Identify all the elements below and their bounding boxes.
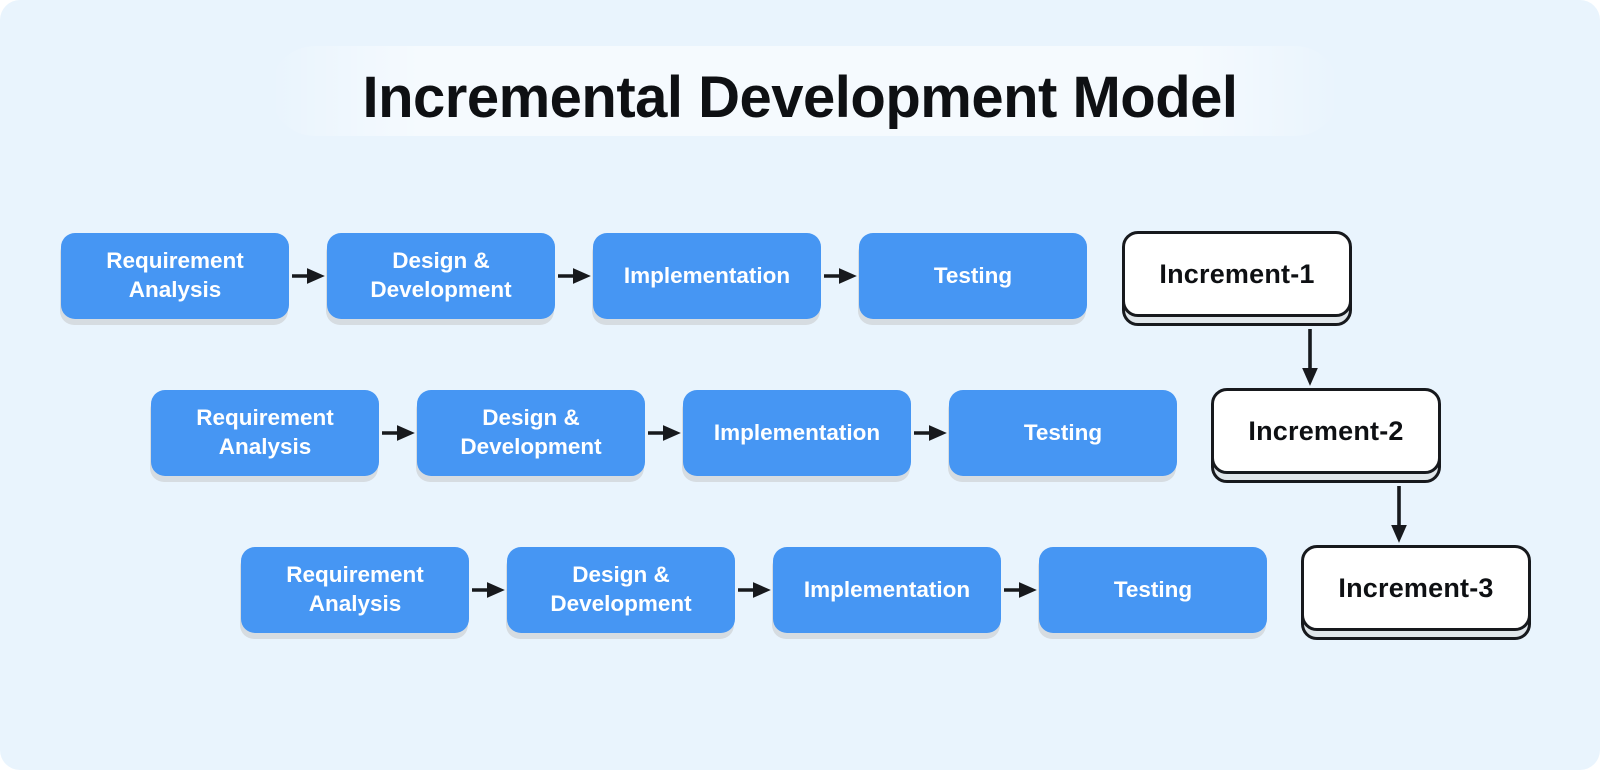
stage-label: Implementation xyxy=(623,262,791,288)
stage-testing-row1: Testing xyxy=(859,233,1087,319)
increment-3-card: Increment-3 xyxy=(1301,545,1531,640)
stage-label: Testing xyxy=(1113,576,1193,602)
diagram-title: Incremental Development Model xyxy=(362,65,1238,130)
stage-requirement-analysis-row1: Requirement Analysis xyxy=(61,233,289,319)
increment-label: Increment-2 xyxy=(1248,415,1404,446)
stage-label: Testing xyxy=(1023,419,1103,445)
increment-label: Increment-3 xyxy=(1338,572,1494,603)
stage-requirement-analysis-row2: Requirement Analysis xyxy=(151,390,379,476)
stage-implementation-row2: Implementation xyxy=(683,390,911,476)
title-highlight-band xyxy=(270,46,1340,136)
stage-testing-row3: Testing xyxy=(1039,547,1267,633)
increment-label: Increment-1 xyxy=(1159,258,1315,289)
stage-label: Implementation xyxy=(713,419,881,445)
stage-label: Requirement Analysis xyxy=(106,248,244,302)
stage-design-development-row3: Design & Development xyxy=(507,547,735,633)
stage-label: Design & Development xyxy=(550,562,692,616)
stage-label: Requirement Analysis xyxy=(286,562,424,616)
stage-design-development-row1: Design & Development xyxy=(327,233,555,319)
stage-label: Design & Development xyxy=(460,405,602,459)
increment-1-card: Increment-1 xyxy=(1122,231,1352,326)
stage-requirement-analysis-row3: Requirement Analysis xyxy=(241,547,469,633)
stage-design-development-row2: Design & Development xyxy=(417,390,645,476)
stage-implementation-row3: Implementation xyxy=(773,547,1001,633)
stage-label: Requirement Analysis xyxy=(196,405,334,459)
stage-label: Implementation xyxy=(803,576,971,602)
increment-2-card: Increment-2 xyxy=(1211,388,1441,483)
stage-label: Testing xyxy=(933,262,1013,288)
stage-label: Design & Development xyxy=(370,248,512,302)
stage-implementation-row1: Implementation xyxy=(593,233,821,319)
stage-testing-row2: Testing xyxy=(949,390,1177,476)
